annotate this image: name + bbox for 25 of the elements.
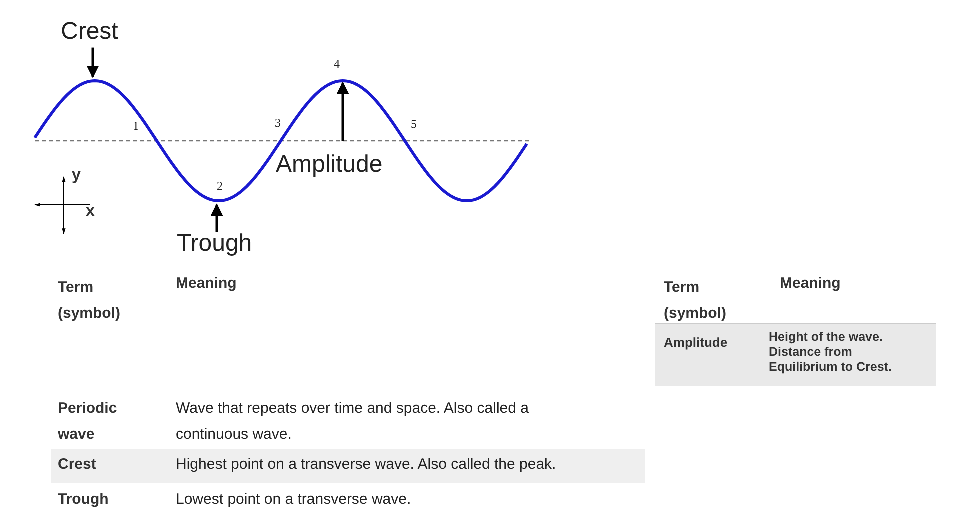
table-cell-text: Wave that repeats over time and space. Also called a continuous wave. — [176, 399, 530, 446]
table-cell-text: Height of the wave. Distance from Equilibrium to Crest. — [769, 330, 893, 375]
point-number: 3 — [275, 116, 281, 130]
wave-curve — [34, 80, 528, 202]
table-cell: Lowest point on a transverse wave. — [176, 491, 412, 509]
point-number: 4 — [334, 57, 340, 72]
table-header: Term (symbol) — [664, 278, 728, 324]
table-cell-text: Highest point on a transverse wave. Also called the peak. — [176, 456, 558, 474]
point-number: 2 — [217, 179, 223, 194]
axis-label: y — [72, 166, 81, 186]
table-cell: Amplitude — [664, 335, 728, 351]
table-header: Meaning — [176, 275, 237, 293]
point-number: 1 — [133, 119, 139, 134]
table-header: Term (symbol) — [58, 278, 122, 324]
leader-arrow — [210, 204, 224, 232]
axis-label: x — [86, 202, 95, 222]
point-number: 5 — [411, 117, 417, 132]
table-cell: Crest — [58, 456, 96, 474]
amplitude-label: Amplitude — [276, 151, 383, 180]
table-cell: Trough — [58, 491, 109, 509]
callout-label: Trough — [177, 230, 252, 259]
leader-arrow — [86, 48, 100, 78]
callout-label: Crest — [61, 18, 118, 47]
table-header: Meaning — [780, 275, 841, 293]
table-cell-text: Periodic wave — [58, 399, 118, 446]
